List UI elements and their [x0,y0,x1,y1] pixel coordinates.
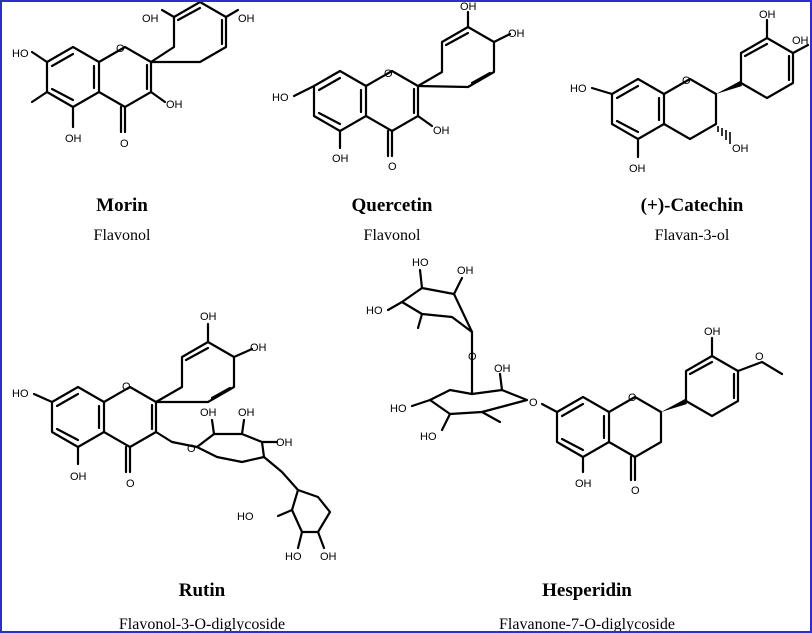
quercetin-carbonyl-oxygen: O [388,161,397,173]
morin-3oh-label: OH [166,99,183,111]
compound-class: Flavonol [93,227,151,244]
rutin-structure [32,322,332,550]
catechin-oh-label: OH [629,163,646,175]
hesperidin-ring-oxygen: O [628,392,637,404]
hesperidin-glc-ho-2: HO [420,431,437,443]
rutin-3prime-oh: OH [200,311,217,323]
morin-2oh-label: OH [142,13,159,25]
quercetin-3prime-oh: OH [460,2,477,13]
morin-structure [30,2,240,134]
morin-ring-oxygen: O [116,43,125,55]
compound-name: Hesperidin [542,580,632,601]
rutin-ho-label: HO [12,388,29,400]
hesperidin-glc-ho-1: HO [390,403,407,415]
hesperidin-oh-label: OH [575,478,592,490]
rutin-4prime-oh: OH [250,342,267,354]
rutin-caption: Rutin Flavonol-3-O-diglycoside [72,580,332,633]
hesperidin-glycosidic-oxygen: O [529,397,538,409]
compound-name: (+)-Catechin [640,195,744,216]
catechin-ho-label: HO [570,83,587,95]
rutin-glc-oh-3: OH [276,437,293,449]
hesperidin-caption: Hesperidin Flavanone-7-O-diglycoside [452,580,722,633]
compound-class: Flavan-3-ol [654,227,730,244]
quercetin-ring-oxygen: O [384,68,393,80]
catechin-caption: (+)-Catechin Flavan-3-ol [602,195,782,245]
rutin-atom-labels: O HO OH O OH OH O OH OH OH HO HO OH [12,311,337,563]
rutin-rha-oh: OH [320,551,337,563]
rutin-glc-oh-1: OH [200,407,217,419]
catechin-3prime-oh: OH [759,9,776,21]
hesperidin-methoxy-oxygen: O [755,351,764,363]
rutin-carbonyl-oxygen: O [126,478,135,490]
compound-class: Flavonol [363,227,421,244]
quercetin-oh-label: OH [332,153,349,165]
rutin-oh-label: OH [70,471,87,483]
hesperidin-structure [386,268,784,482]
morin-carbonyl-oxygen: O [120,138,129,150]
hesperidin-carbonyl-oxygen: O [631,485,640,497]
rutin-glc-oh-2: OH [238,407,255,419]
quercetin-atom-labels: O HO OH O OH OH OH [272,2,525,173]
morin-caption: Morin Flavonol [42,195,202,245]
quercetin-4prime-oh: OH [508,28,525,40]
compound-class: Flavonol-3-O-diglycoside [118,616,286,633]
catechin-ring-oxygen: O [682,75,691,87]
hesperidin-glc-oh: OH [494,363,511,375]
morin-ho-label: HO [12,48,29,60]
quercetin-structure [292,10,512,158]
compound-class: Flavanone-7-O-diglycoside [499,616,675,633]
quercetin-ho-label: HO [272,92,289,104]
compound-name: Rutin [178,580,226,601]
rutin-rha-ho-2: HO [285,551,302,563]
quercetin-3oh-label: OH [433,125,450,137]
compound-name: Quercetin [351,195,433,216]
catechin-3oh-label: OH [732,143,749,155]
morin-4oh-label: OH [238,13,255,25]
hesperidin-atom-labels: O OH O OH O O HO HO OH O HO HO OH [366,257,764,497]
rutin-ring-oxygen: O [122,381,131,393]
catechin-structure [590,18,810,159]
hesperidin-rha-ho-2: HO [412,257,429,269]
hesperidin-3prime-oh: OH [704,326,721,338]
quercetin-caption: Quercetin Flavonol [312,195,472,245]
catechin-4prime-oh: OH [792,35,809,47]
hesperidin-linker-oxygen: O [468,351,477,363]
rutin-rha-ho: HO [237,511,254,523]
morin-atom-labels: O HO OH O OH OH OH [12,13,255,150]
morin-oh-label: OH [65,133,82,145]
rutin-glycosidic-oxygen: O [187,443,196,455]
catechin-atom-labels: O HO OH OH OH OH [570,9,809,175]
hesperidin-rha-ho-1: HO [366,305,383,317]
compound-name: Morin [96,195,148,216]
hesperidin-rha-oh: OH [457,265,474,277]
